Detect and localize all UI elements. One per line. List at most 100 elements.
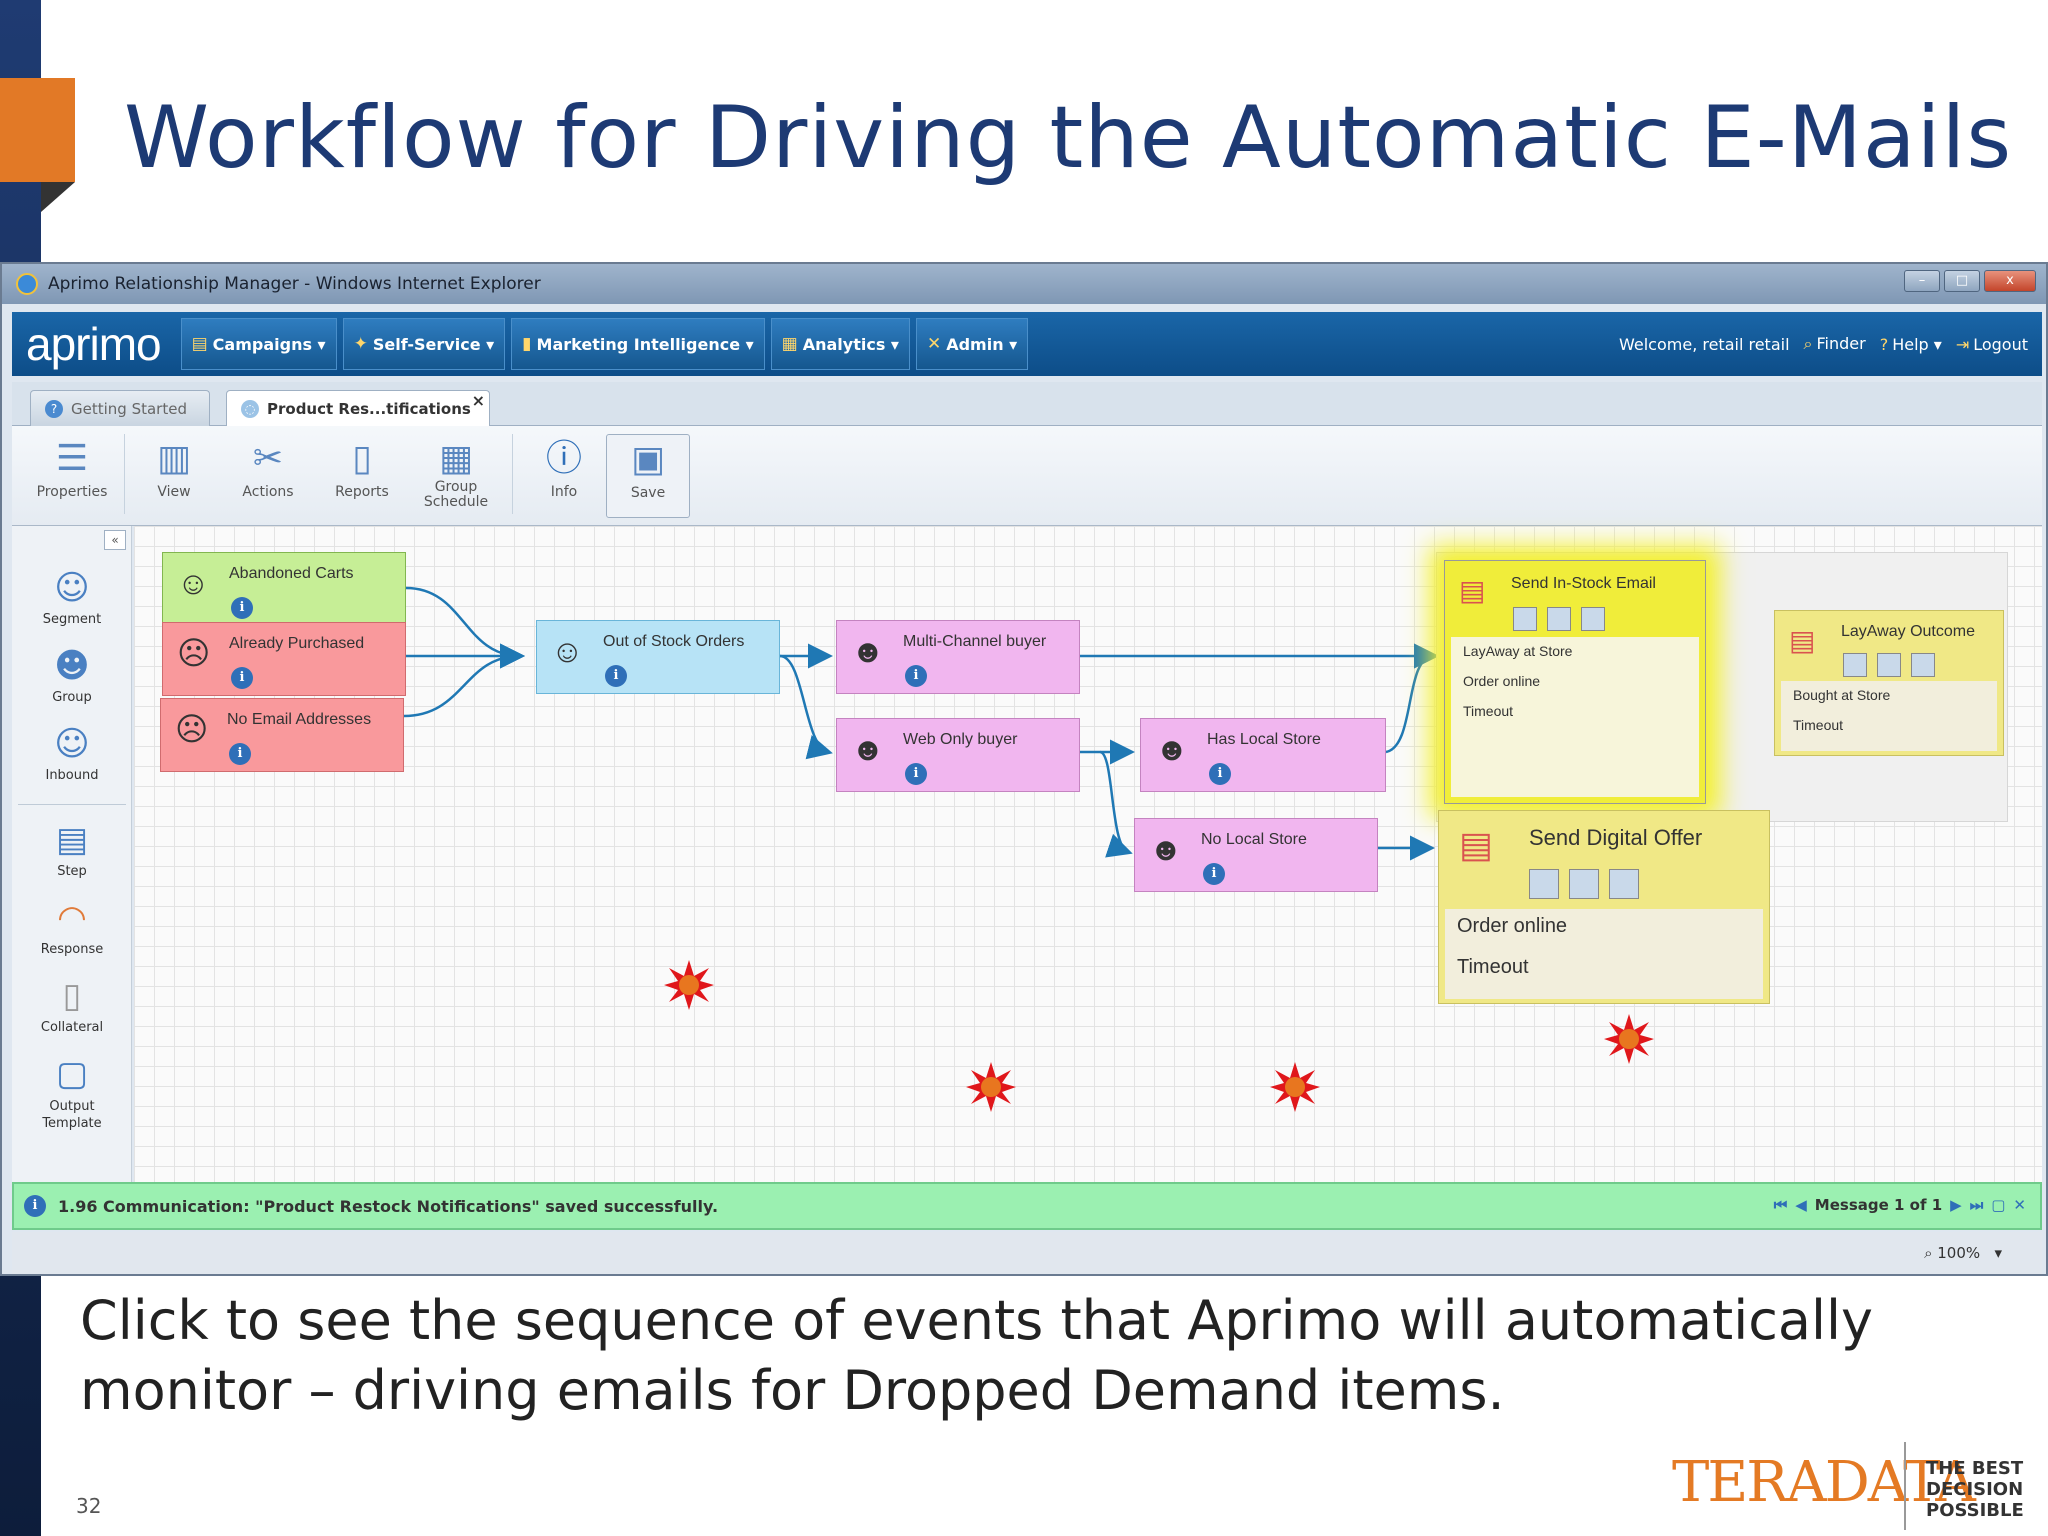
teradata-logo: TERADATA	[1672, 1450, 1976, 1515]
tab-product-restock[interactable]: ◌Product Res...tifications×	[226, 390, 490, 426]
properties-icon: ☰	[55, 438, 89, 479]
outcome-order-online[interactable]: Order online	[1463, 673, 1541, 689]
actions-button[interactable]: ✂Actions	[226, 434, 310, 518]
group-icon: ☻	[1149, 831, 1183, 867]
finder-link[interactable]: ⌕Finder	[1803, 334, 1866, 353]
info-icon[interactable]: i	[229, 743, 251, 765]
tab-getting-started[interactable]: ?Getting Started	[30, 390, 210, 426]
view-button[interactable]: ▥View	[132, 434, 216, 518]
outcome-bought-at-store[interactable]: Bought at Store	[1793, 687, 1891, 703]
info-icon[interactable]: i	[605, 665, 627, 687]
status-message: 1.96 Communication: "Product Restock Not…	[58, 1196, 719, 1216]
close-button[interactable]: x	[1984, 270, 2036, 292]
step-outcomes: Order online Timeout	[1445, 909, 1763, 999]
next-message-icon[interactable]: ▶	[1950, 1196, 1962, 1214]
info-icon[interactable]: i	[905, 665, 927, 687]
connector	[405, 586, 525, 669]
palette-collateral[interactable]: ▯Collateral	[12, 974, 132, 1035]
window-controls: – □ x	[1904, 270, 2036, 292]
last-message-icon[interactable]: ⏭	[1969, 1196, 1984, 1214]
window-icon[interactable]: ▢	[1991, 1196, 2006, 1214]
close-icon[interactable]: ✕	[2013, 1196, 2026, 1214]
palette-response[interactable]: ◠Response	[12, 896, 132, 957]
tab-strip: ?Getting Started ◌Product Res...tificati…	[12, 382, 2042, 426]
connector	[403, 643, 525, 718]
menu-campaigns[interactable]: ▤Campaigns ▾	[180, 318, 337, 370]
info-icon[interactable]: i	[1203, 863, 1225, 885]
tagline: THE BEST DECISION POSSIBLE	[1926, 1458, 2024, 1521]
step-send-digital-offer[interactable]: ▤ Send Digital Offer Order online Timeou…	[1438, 810, 1770, 1004]
inbound-icon: ☺	[54, 724, 90, 764]
collapse-palette-button[interactable]: «	[104, 530, 126, 550]
menu-analytics[interactable]: ▦Analytics ▾	[770, 318, 910, 370]
group-icon: ☻	[54, 646, 90, 686]
help-icon: ?	[45, 399, 63, 418]
email-step-icon: ▤	[1789, 625, 1816, 656]
app-navbar: aprimo ▤Campaigns ▾ ✦Self-Service ▾ ▮Mar…	[12, 312, 2042, 376]
minimize-button[interactable]: –	[1904, 270, 1940, 292]
palette-segment[interactable]: ☺Segment	[12, 566, 132, 627]
browser-window: Aprimo Relationship Manager - Windows In…	[0, 262, 2048, 1276]
outcome-timeout[interactable]: Timeout	[1457, 956, 1529, 978]
zoom-control[interactable]: ⌕ 100% ▾	[1924, 1244, 2002, 1262]
communication-icon: ◌	[241, 399, 259, 418]
toolbar-separator	[512, 434, 513, 514]
output-icon	[1581, 607, 1605, 631]
save-button[interactable]: ▣Save	[606, 434, 690, 518]
segment-icon: ☺	[177, 565, 210, 601]
info-icon[interactable]: i	[905, 763, 927, 785]
window-titlebar: Aprimo Relationship Manager - Windows In…	[2, 264, 2046, 304]
maximize-button[interactable]: □	[1944, 270, 1980, 292]
logout-link[interactable]: ⇥Logout	[1955, 334, 2028, 354]
page-number: 32	[76, 1494, 102, 1518]
step-send-in-stock-email[interactable]: ▤ Send In-Stock Email LayAway at Store O…	[1444, 560, 1706, 804]
reports-button[interactable]: ▯Reports	[320, 434, 404, 518]
properties-button[interactable]: ☰Properties	[30, 434, 114, 518]
aprimo-logo[interactable]: aprimo	[26, 318, 162, 370]
step-icon: ▤	[55, 820, 89, 860]
calendar-icon: ▦	[438, 438, 473, 479]
palette-step[interactable]: ▤Step	[12, 818, 132, 879]
zoom-icon: ⌕	[1924, 1244, 1933, 1262]
step-mini-icons	[1529, 869, 1649, 899]
palette-group[interactable]: ☻Group	[12, 644, 132, 705]
tools-icon: ✕	[926, 334, 942, 354]
response-icon: ◠	[57, 898, 87, 938]
search-icon: ⌕	[1803, 334, 1813, 353]
first-message-icon[interactable]: ⏮	[1773, 1196, 1788, 1214]
menu-self-service[interactable]: ✦Self-Service ▾	[342, 318, 506, 370]
view-icon: ▥	[156, 438, 191, 479]
close-tab-icon[interactable]: ×	[471, 391, 485, 410]
info-icon[interactable]: i	[231, 597, 253, 619]
message-navigator: ⏮ ◀ Message 1 of 1 ▶ ⏭ ▢ ✕	[1774, 1196, 2026, 1214]
info-icon[interactable]: i	[1209, 763, 1231, 785]
help-link[interactable]: ?Help ▾	[1879, 334, 1942, 354]
outcome-timeout[interactable]: Timeout	[1463, 703, 1514, 719]
response-icon	[1529, 869, 1559, 899]
prev-message-icon[interactable]: ◀	[1795, 1196, 1807, 1214]
palette-inbound[interactable]: ☺Inbound	[12, 722, 132, 783]
response-icon	[1513, 607, 1537, 631]
outcome-layaway-at-store[interactable]: LayAway at Store	[1463, 643, 1573, 659]
outcome-timeout[interactable]: Timeout	[1793, 717, 1844, 733]
menu-admin[interactable]: ✕Admin ▾	[915, 318, 1029, 370]
outcome-order-online[interactable]: Order online	[1457, 915, 1568, 937]
info-icon[interactable]: i	[231, 667, 253, 689]
output-icon	[1911, 653, 1935, 677]
step-layaway-outcome[interactable]: ▤ LayAway Outcome Bought at Store Timeou…	[1774, 610, 2004, 756]
zoom-bar: ⌕ 100% ▾	[12, 1232, 2042, 1274]
menu-marketing-intelligence[interactable]: ▮Marketing Intelligence ▾	[511, 318, 765, 370]
